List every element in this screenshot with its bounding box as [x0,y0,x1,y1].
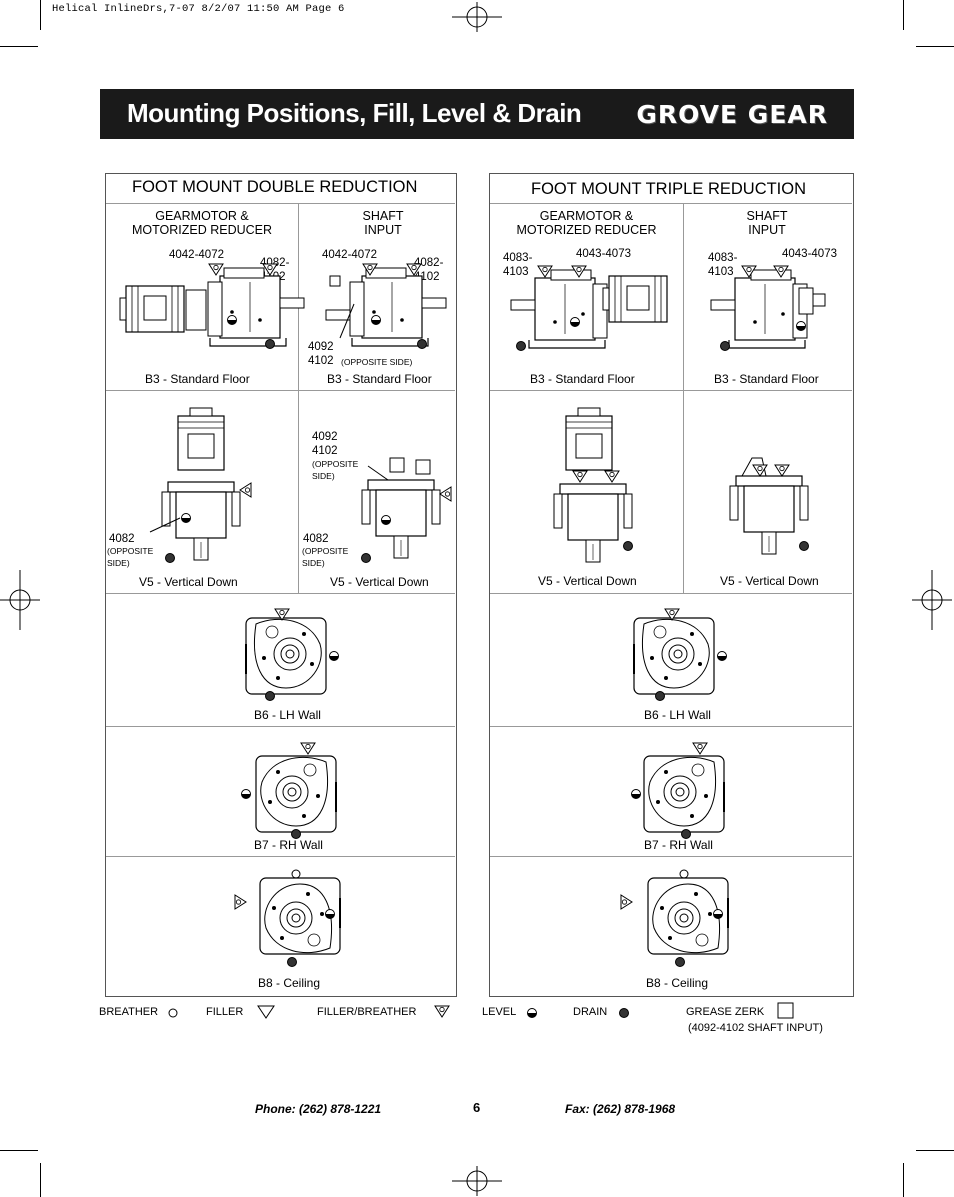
divider [298,203,299,593]
brand-logo: GROVE GEAR [636,100,828,129]
title-banner: Mounting Positions, Fill, Level & Drain … [100,89,854,139]
crop-mark [40,0,41,30]
drain-icon [619,1008,629,1018]
model-range: 4083-4103 [708,252,738,278]
legend-breather-label: BREATHER [99,1006,159,1018]
footer-phone: Phone: (262) 878-1221 [255,1102,382,1116]
position-caption: B8 - Ceiling [646,976,709,990]
model-note: 4082 [109,533,135,545]
b6-lh-wall-triple-diagram [633,608,727,701]
model-range: 4043-4073 [576,248,631,260]
model-range: 4043-4073 [782,248,837,260]
crop-mark [916,46,954,47]
divider [490,726,852,727]
b8-ceiling-triple-diagram [620,869,729,967]
legend-filler-label: FILLER [206,1006,244,1018]
b3-shaft-input-triple-diagram [710,265,826,351]
page-number: 6 [473,1100,481,1115]
crop-mark [40,1163,41,1197]
crop-mark [0,1150,38,1151]
breather-icon [168,1008,178,1018]
crop-mark [903,0,904,30]
page-title: Mounting Positions, Fill, Level & Drain [127,98,582,128]
divider [490,593,852,594]
registration-mark [912,570,952,630]
divider [106,203,455,204]
b8-ceiling-diagram [234,869,341,967]
filler-icon [257,1005,275,1019]
position-caption: B6 - LH Wall [254,708,321,722]
position-caption: B3 - Standard Floor [714,372,819,386]
b7-rh-wall-triple-diagram [631,742,725,839]
v5-gearmotor-triple-diagram [553,407,633,563]
model-range: 4042-4072 [169,249,224,261]
column-header: GEARMOTOR &MOTORIZED REDUCER [131,209,273,237]
position-caption: V5 - Vertical Down [330,575,429,589]
column-header: GEARMOTOR &MOTORIZED REDUCER [516,209,657,237]
position-caption: B3 - Standard Floor [145,372,250,386]
legend-grease-note: (4092-4102 SHAFT INPUT) [688,1022,823,1034]
b7-rh-wall-diagram [241,742,337,839]
footer-fax: Fax: (262) 878-1968 [565,1102,676,1116]
print-slug: Helical InlineDrs,7-07 8/2/07 11:50 AM P… [52,3,345,15]
crop-mark [916,1150,954,1151]
divider [490,390,852,391]
model-range: 4042-4072 [322,249,377,261]
divider [106,726,455,727]
v5-shaft-input-triple-diagram [729,457,809,555]
position-caption: B3 - Standard Floor [530,372,635,386]
position-caption: B7 - RH Wall [644,838,713,852]
position-caption: B3 - Standard Floor [327,372,432,386]
triple-reduction-panel [489,173,854,997]
divider [683,203,684,593]
v5-gearmotor-diagram [149,407,252,563]
grease-zerk-icon [777,1002,794,1019]
panel-title: FOOT MOUNT TRIPLE REDUCTION [531,180,807,198]
divider [490,203,852,204]
position-caption: B6 - LH Wall [644,708,711,722]
divider [106,856,455,857]
position-caption: V5 - Vertical Down [538,574,637,588]
legend-drain-label: DRAIN [573,1006,608,1018]
divider [106,390,455,391]
b3-gearmotor-triple-diagram [510,265,668,351]
divider [490,856,852,857]
double-reduction-panel [105,173,457,997]
registration-mark [0,570,40,630]
filler-breather-icon [434,1005,450,1018]
legend-level-label: LEVEL [482,1006,517,1018]
model-note: 4082 [303,533,329,545]
position-caption: B8 - Ceiling [258,976,321,990]
b6-lh-wall-diagram [245,608,339,701]
v5-shaft-input-diagram [361,457,452,563]
position-caption: B7 - RH Wall [254,838,323,852]
crop-mark [0,46,38,47]
divider [106,593,455,594]
b3-gearmotor-diagram [119,263,305,349]
legend-grease-label: GREASE ZERK [686,1006,765,1018]
b3-shaft-input-diagram [325,263,447,349]
side-note: (OPPOSITE SIDE) [341,357,413,367]
crop-mark [903,1163,904,1197]
position-caption: V5 - Vertical Down [720,574,819,588]
registration-mark [452,1166,502,1196]
panel-title: FOOT MOUNT DOUBLE REDUCTION [132,178,418,196]
level-icon [527,1008,537,1018]
model-range: 4083-4103 [503,252,533,278]
registration-mark [452,2,502,32]
position-caption: V5 - Vertical Down [139,575,238,589]
legend-filler-breather-label: FILLER/BREATHER [317,1006,417,1018]
